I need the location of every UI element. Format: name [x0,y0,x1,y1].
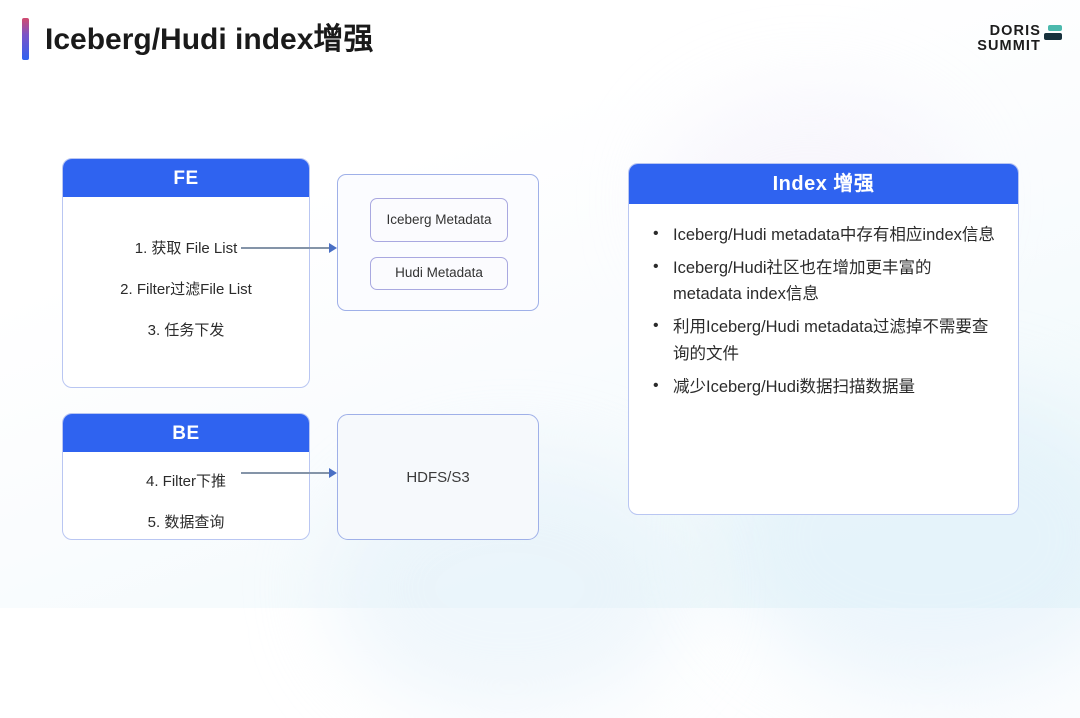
list-item: Iceberg/Hudi metadata中存有相应index信息 [647,221,996,249]
arrow-head-icon [329,468,337,478]
index-panel-title: Index 增强 [629,164,1018,204]
logo-line-2: SUMMIT [977,38,1041,55]
list-item: 减少Iceberg/Hudi数据扫描数据量 [647,373,996,401]
slide-header: Iceberg/Hudi index增强 DORIS SUMMIT [0,0,1080,92]
list-item: 5. 数据查询 [147,514,225,531]
list-item: 1. 获取 File List [134,240,238,257]
iceberg-metadata-chip: Iceberg Metadata [370,198,508,242]
fe-panel: FE 1. 获取 File List 2. Filter过滤File List … [62,158,310,388]
be-step-list: 4. Filter下推 5. 数据查询 [63,452,309,530]
metadata-container: Iceberg Metadata Hudi Metadata [337,174,539,311]
fe-panel-title: FE [63,159,309,197]
fe-step-list: 1. 获取 File List 2. Filter过滤File List 3. … [63,197,309,338]
arrow-head-icon [329,243,337,253]
logo-bar-top-shape [1048,25,1062,31]
be-panel-body: 4. Filter下推 5. 数据查询 [63,452,309,530]
arrow-fe-to-metadata [241,243,337,253]
page-title-text: Iceberg/Hudi index增强 [45,22,374,56]
logo-line-1: DORIS [989,23,1041,39]
list-item: 3. 任务下发 [147,322,225,339]
list-item: 2. Filter过滤File List [120,281,252,298]
arrow-shaft [241,472,330,474]
page-title: Iceberg/Hudi index增强 [22,18,373,60]
list-item: 利用Iceberg/Hudi metadata过滤掉不需要查询的文件 [647,313,996,367]
index-enhancement-panel: Index 增强 Iceberg/Hudi metadata中存有相应index… [628,163,1019,515]
arrow-be-to-storage [241,468,337,478]
index-bullet-list: Iceberg/Hudi metadata中存有相应index信息 Iceber… [629,204,1018,400]
be-panel: BE 4. Filter下推 5. 数据查询 [62,413,310,540]
fe-panel-body: 1. 获取 File List 2. Filter过滤File List 3. … [63,197,309,338]
title-accent-bar [22,18,29,60]
hudi-metadata-chip: Hudi Metadata [370,257,508,290]
doris-summit-logo: DORIS SUMMIT [977,23,1062,55]
logo-bar-bottom-shape [1044,33,1062,40]
storage-box: HDFS/S3 [337,414,539,540]
be-panel-title: BE [63,414,309,452]
doris-logo-icon [1044,25,1062,43]
list-item: 4. Filter下推 [145,473,226,490]
list-item: Iceberg/Hudi社区也在增加更丰富的metadata index信息 [647,254,996,308]
arrow-shaft [241,247,330,249]
logo-text: DORIS SUMMIT [977,23,1041,55]
